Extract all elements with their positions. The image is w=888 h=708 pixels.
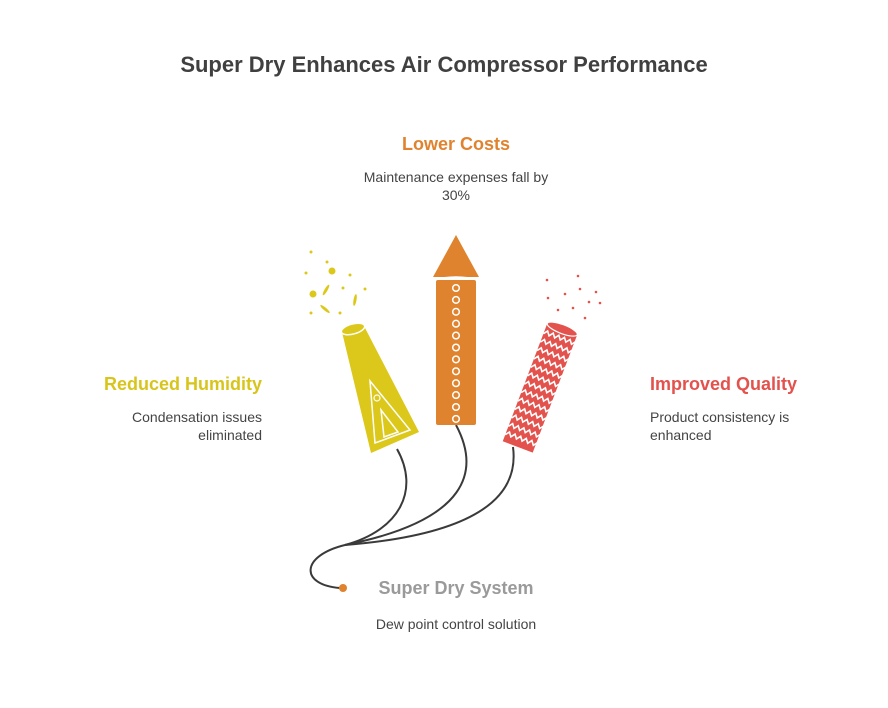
red-tube-firework [502, 321, 578, 453]
reduced-humidity-description: Condensation issues eliminated [132, 409, 262, 443]
yellow-cone-firework [304, 250, 419, 453]
lower-costs-heading: Lower Costs [401, 134, 511, 154]
rocket-dot [451, 343, 461, 352]
fuse-wire-red [344, 446, 515, 546]
rocket-dot [451, 331, 461, 340]
rocket-dot [451, 283, 461, 293]
super-dry-system-heading: Super Dry System [378, 578, 534, 598]
rocket-dot [451, 402, 461, 412]
fuse-origin-dot [339, 584, 347, 592]
fuse-wire-orange [344, 424, 468, 546]
rocket-dot [451, 295, 461, 304]
red-sparks [545, 274, 602, 320]
diagram-title: Super Dry Enhances Air Compressor Perfor… [180, 52, 708, 77]
rocket-dot [451, 414, 461, 423]
fuse-wires [309, 424, 515, 589]
rocket-dot [451, 319, 461, 328]
rocket-dot [451, 379, 461, 388]
improved-quality-description: Product consistency is enhanced [650, 409, 790, 443]
reduced-humidity-heading: Reduced Humidity [103, 374, 262, 394]
fuse-wire-yellow [309, 448, 408, 589]
rocket-dot [451, 391, 461, 400]
lower-costs-description: Maintenance expenses fall by 30% [363, 169, 549, 203]
orange-rocket-firework [432, 235, 480, 425]
rocket-dot [451, 307, 461, 316]
rocket-dot [451, 355, 461, 364]
rocket-dot [451, 367, 461, 376]
improved-quality-heading: Improved Quality [650, 374, 798, 394]
super-dry-system-description: Dew point control solution [375, 616, 537, 632]
